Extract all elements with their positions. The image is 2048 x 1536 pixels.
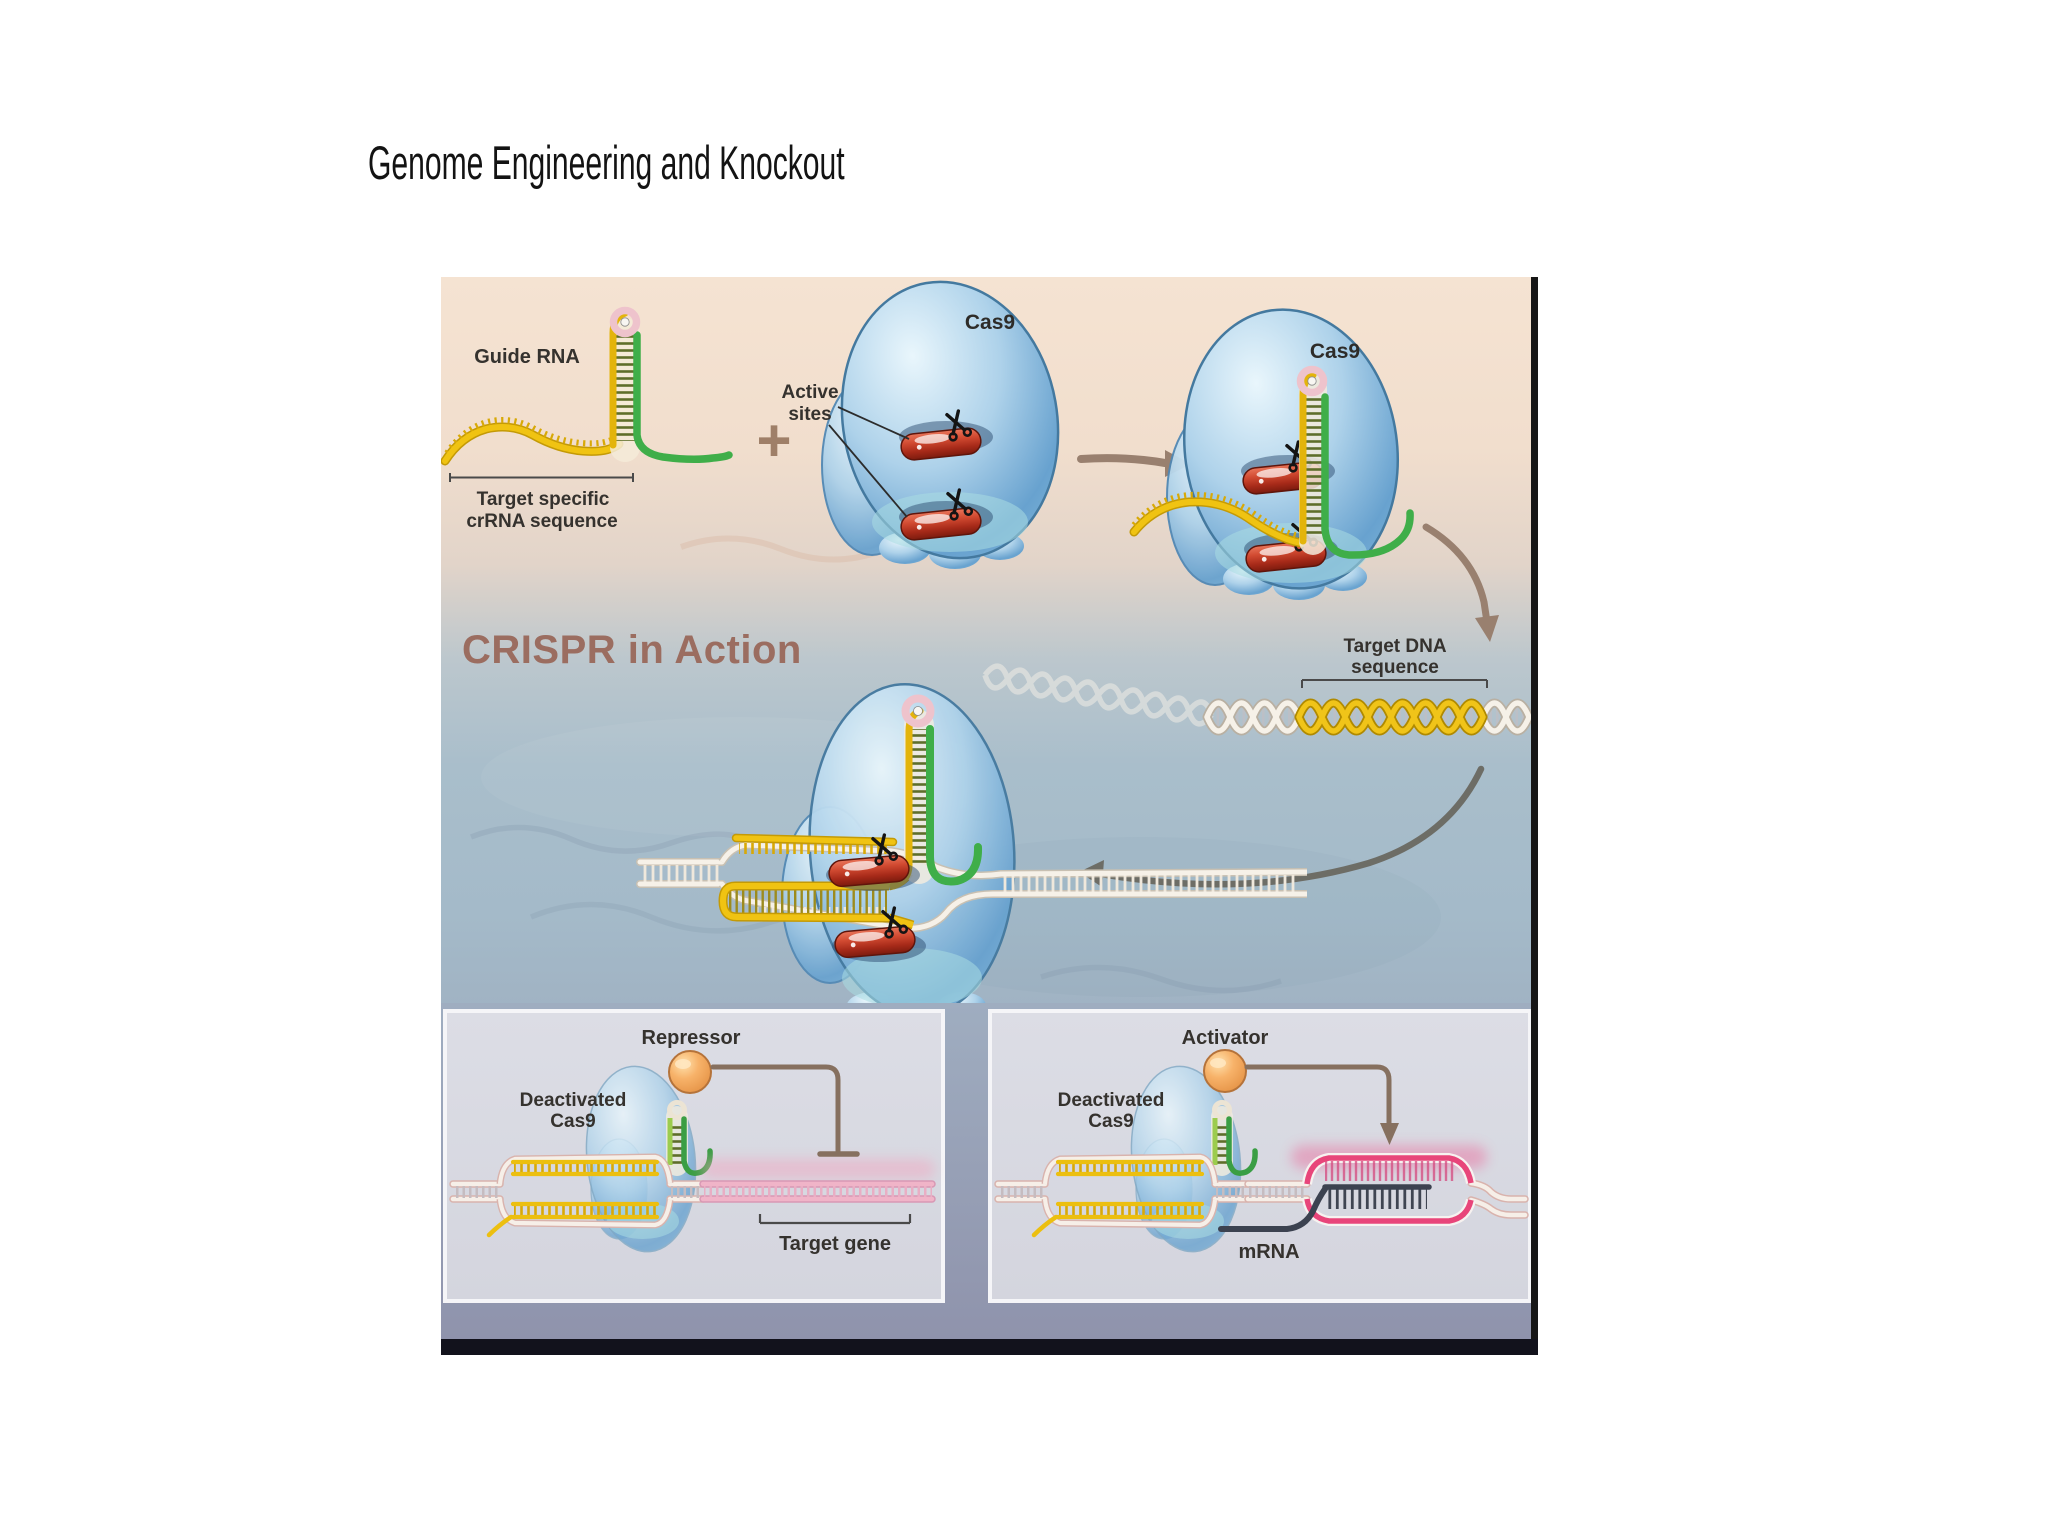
unwound-dna (636, 833, 1308, 933)
guide-rna-label: Guide RNA (474, 346, 580, 368)
active-site-pointer-lines (828, 406, 910, 518)
target-dna-bracket (1301, 679, 1488, 688)
activator-panel: Activator Deactivated Cas9 mRNA (990, 1009, 1532, 1303)
transcribed-gene-dna (1244, 1145, 1529, 1226)
inhibition-arrow-icon (710, 1064, 860, 1157)
deactivated-cas9-label-line1: Deactivated (520, 1090, 627, 1111)
crrna-label-line2: crRNA sequence (466, 511, 617, 532)
page-title: Genome Engineering and Knockout (368, 136, 845, 189)
cas9-label-1: Cas9 (965, 311, 1015, 334)
cas9-protein-2: Cas9 (1129, 308, 1414, 600)
mrna-strand (1218, 1184, 1432, 1232)
mrna-label: mRNA (1238, 1241, 1299, 1263)
repressor-panel: Repressor Deactivated Cas9 Target gene (445, 1009, 945, 1303)
crispr-figure: Guide RNA Target specific crRNA sequence… (440, 277, 1541, 1357)
activator-molecule (1203, 1049, 1247, 1093)
arrow-down-icon (1422, 523, 1499, 642)
guide-rna-illustration: Guide RNA Target specific crRNA sequence (440, 306, 733, 532)
scaffold-tail (633, 331, 733, 464)
plus-sign: + (756, 407, 791, 474)
cas9-protein-1: Cas9 Active sites (781, 280, 1060, 569)
figure-border-right (1531, 277, 1538, 1355)
target-dna-label-line2: sequence (1351, 657, 1439, 678)
cas9-dna-complex (636, 683, 1308, 1031)
repressor-molecule (668, 1050, 712, 1094)
hairpin-loop-icon (609, 306, 641, 338)
figure-heading: CRISPR in Action (462, 628, 802, 672)
target-dna-label-line1: Target DNA (1343, 636, 1446, 657)
panel-title: Repressor (642, 1027, 741, 1049)
panel-title: Activator (1182, 1027, 1269, 1049)
dna-helix: Target DNA sequence (1202, 636, 1534, 736)
target-gene-bracket (758, 1214, 912, 1225)
cas9-label-2: Cas9 (1310, 340, 1360, 363)
deactivated-cas9-label-line2: Cas9 (1088, 1111, 1133, 1132)
figure-border-bottom (441, 1339, 1538, 1355)
crrna-bracket (449, 473, 634, 482)
target-gene-label: Target gene (779, 1233, 891, 1255)
deactivated-cas9-label-line1: Deactivated (1058, 1090, 1165, 1111)
crrna-label-line1: Target specific (477, 489, 610, 510)
activation-arrow-icon (1244, 1064, 1399, 1145)
loaded-guide-rna (1129, 365, 1414, 559)
active-sites-label-line1: Active (781, 382, 838, 403)
deactivated-cas9-label-line2: Cas9 (550, 1111, 595, 1132)
target-gene-dna (699, 1159, 936, 1203)
active-sites-label-line2: sites (788, 404, 831, 425)
